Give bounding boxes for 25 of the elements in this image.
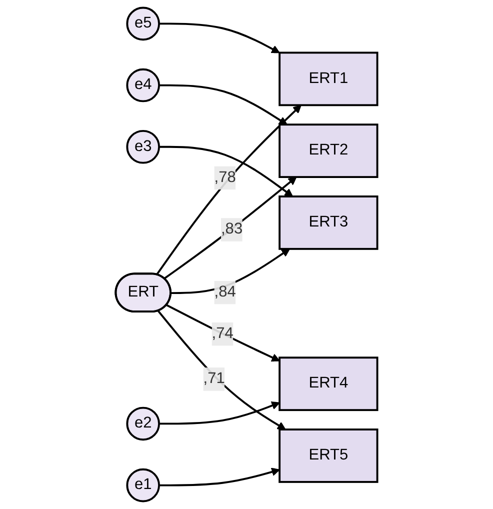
edge-label: ,74 [212, 325, 234, 342]
arrow [166, 304, 280, 362]
arrow [158, 310, 286, 430]
node-circle: e1 [126, 468, 160, 502]
edge-label: ,71 [203, 370, 225, 387]
arrow [159, 468, 280, 486]
edge-label: ,84 [214, 284, 236, 300]
arrow [171, 248, 290, 294]
node-circle: e4 [126, 68, 160, 102]
arrow [159, 84, 288, 125]
node-box: ERT3 [278, 195, 378, 250]
arrow [159, 146, 294, 197]
node-box: ERT1 [278, 52, 378, 106]
arrow [159, 22, 280, 54]
arrow [159, 401, 280, 425]
node-box: ERT2 [278, 124, 378, 178]
node-circle: e5 [126, 6, 160, 41]
node-circle: e3 [126, 130, 160, 164]
node-box: ERT4 [278, 356, 378, 412]
node-circle: e2 [126, 406, 160, 441]
edge-label: ,78 [214, 169, 236, 186]
arrow [156, 104, 302, 276]
edge-label: ,83 [220, 221, 243, 238]
node-box: ERT5 [278, 428, 378, 483]
arrow [164, 176, 297, 280]
